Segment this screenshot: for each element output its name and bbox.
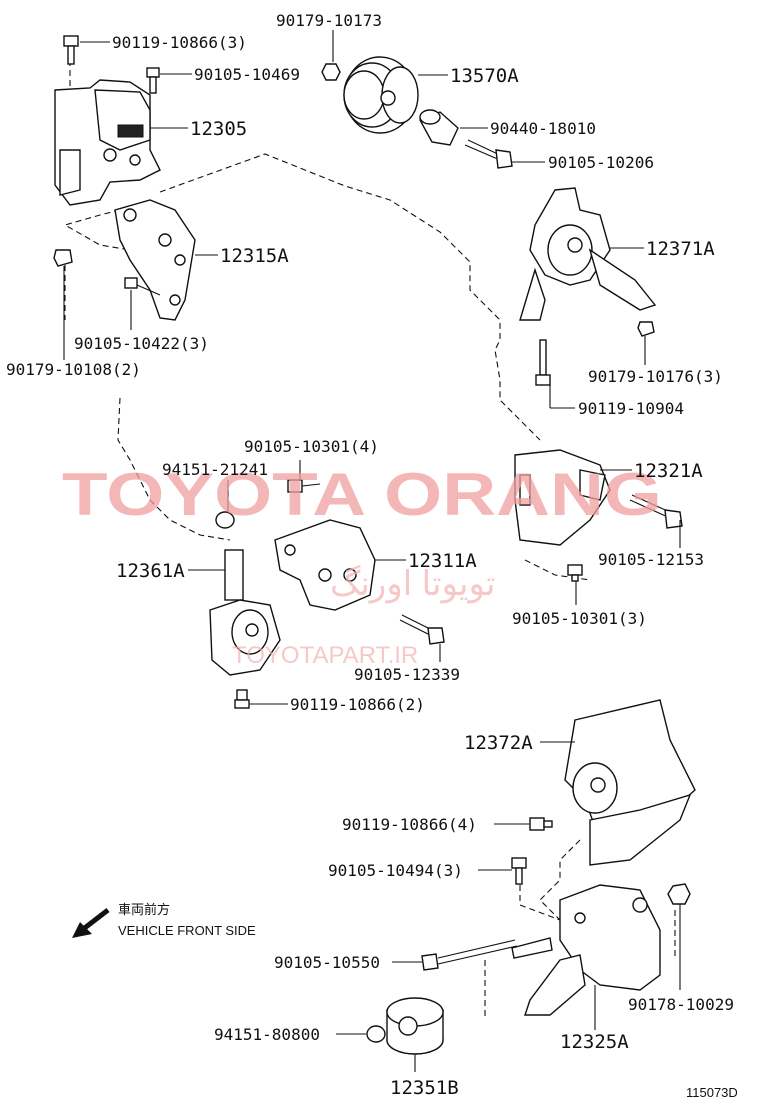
watermark-main: TOYOTA ORANG	[62, 461, 662, 528]
label-12321A: 12321A	[634, 460, 703, 482]
dashed-frame-line	[524, 559, 591, 581]
part-12351B-bushing	[386, 997, 444, 1055]
nut-90179-10108-2	[53, 249, 73, 267]
label-13570A: 13570A	[450, 65, 519, 87]
label-90105-10301-3: 90105-10301(3)	[512, 609, 647, 628]
label-90105-12153: 90105-12153	[598, 550, 704, 569]
part-12325A-bracket	[524, 884, 661, 1016]
dashed-frame-line	[63, 209, 131, 251]
label-12315A: 12315A	[220, 245, 289, 267]
diagram-id: 115073D	[686, 1085, 738, 1100]
dashed-frame-line	[539, 839, 581, 921]
nut-90179-10173	[321, 63, 341, 81]
bolt-90105-10301-4	[287, 479, 321, 493]
dashed-frame-line	[519, 885, 561, 921]
label-90105-12339: 90105-12339	[354, 665, 460, 684]
bolt-90119-10904	[535, 339, 551, 386]
nut-90178-10029	[667, 883, 691, 905]
part-12315A-bracket	[114, 199, 196, 321]
vehicle-front-arrow-icon	[72, 908, 110, 938]
dashed-frame-line	[117, 397, 231, 541]
part-12311A-bracket	[274, 519, 376, 611]
label-90105-10469: 90105-10469	[194, 65, 300, 84]
bolt-90119-10866-3	[63, 35, 79, 65]
bolt-90105-12153	[629, 494, 683, 529]
part-12371A-mount	[519, 187, 657, 321]
label-90105-10206: 90105-10206	[548, 153, 654, 172]
label-90178-10029: 90178-10029	[628, 995, 734, 1014]
nut-94151-21241	[215, 511, 235, 529]
label-90179-10173: 90179-10173	[276, 11, 382, 30]
part-12305-engine-mount	[54, 79, 161, 206]
dashed-frame-line	[159, 153, 541, 441]
label-12372A: 12372A	[464, 732, 533, 754]
bolt-90105-10550	[421, 937, 553, 971]
part-12321A-bracket	[514, 449, 611, 546]
label-90179-10108-2: 90179-10108(2)	[6, 360, 141, 379]
label-90119-10866-2: 90119-10866(2)	[290, 695, 425, 714]
label-12371A: 12371A	[646, 238, 715, 260]
label-94151-80800: 94151-80800	[214, 1025, 320, 1044]
label-12351B: 12351B	[390, 1077, 459, 1099]
label-90179-10176-3: 90179-10176(3)	[588, 367, 723, 386]
nut-90179-10176-3	[637, 321, 655, 337]
label-12311A: 12311A	[408, 550, 477, 572]
part-13570A-pulley	[343, 56, 419, 134]
watermark-farsi: تویوتا اورنگ	[330, 564, 496, 604]
label-12325A: 12325A	[560, 1031, 629, 1053]
bolt-90105-10206	[464, 139, 513, 169]
label-12305: 12305	[190, 118, 247, 140]
bolt-90119-10866-4	[529, 817, 553, 831]
bolt-90119-10866-2	[234, 689, 250, 709]
bolt-90105-12339	[399, 614, 445, 645]
label-vehicle-front-jp: 車両前方	[118, 902, 170, 917]
nut-94151-80800	[366, 1025, 386, 1043]
label-90105-10422-3: 90105-10422(3)	[74, 334, 209, 353]
label-90105-10550: 90105-10550	[274, 953, 380, 972]
label-90119-10866-4: 90119-10866(4)	[342, 815, 477, 834]
leader-lines	[63, 30, 681, 1072]
bolt-90105-10469	[146, 67, 160, 94]
collar-90440-18010	[419, 109, 459, 146]
label-90105-10494-3: 90105-10494(3)	[328, 861, 463, 880]
label-90119-10866-3: 90119-10866(3)	[112, 33, 247, 52]
bolt-90105-10301-3	[567, 564, 583, 582]
part-12361A-mount	[209, 549, 281, 676]
bolt-90105-10494-3	[511, 857, 527, 885]
bolt-90105-10422-3	[124, 277, 161, 296]
label-12361A: 12361A	[116, 560, 185, 582]
label-94151-21241: 94151-21241	[162, 460, 268, 479]
label-vehicle-front-en: VEHICLE FRONT SIDE	[118, 923, 256, 938]
part-12372A-mount	[564, 699, 696, 866]
label-90440-18010: 90440-18010	[490, 119, 596, 138]
label-90119-10904: 90119-10904	[578, 399, 684, 418]
label-90105-10301-4: 90105-10301(4)	[244, 437, 379, 456]
watermark-url: TOYOTAPART.IR	[232, 642, 418, 669]
